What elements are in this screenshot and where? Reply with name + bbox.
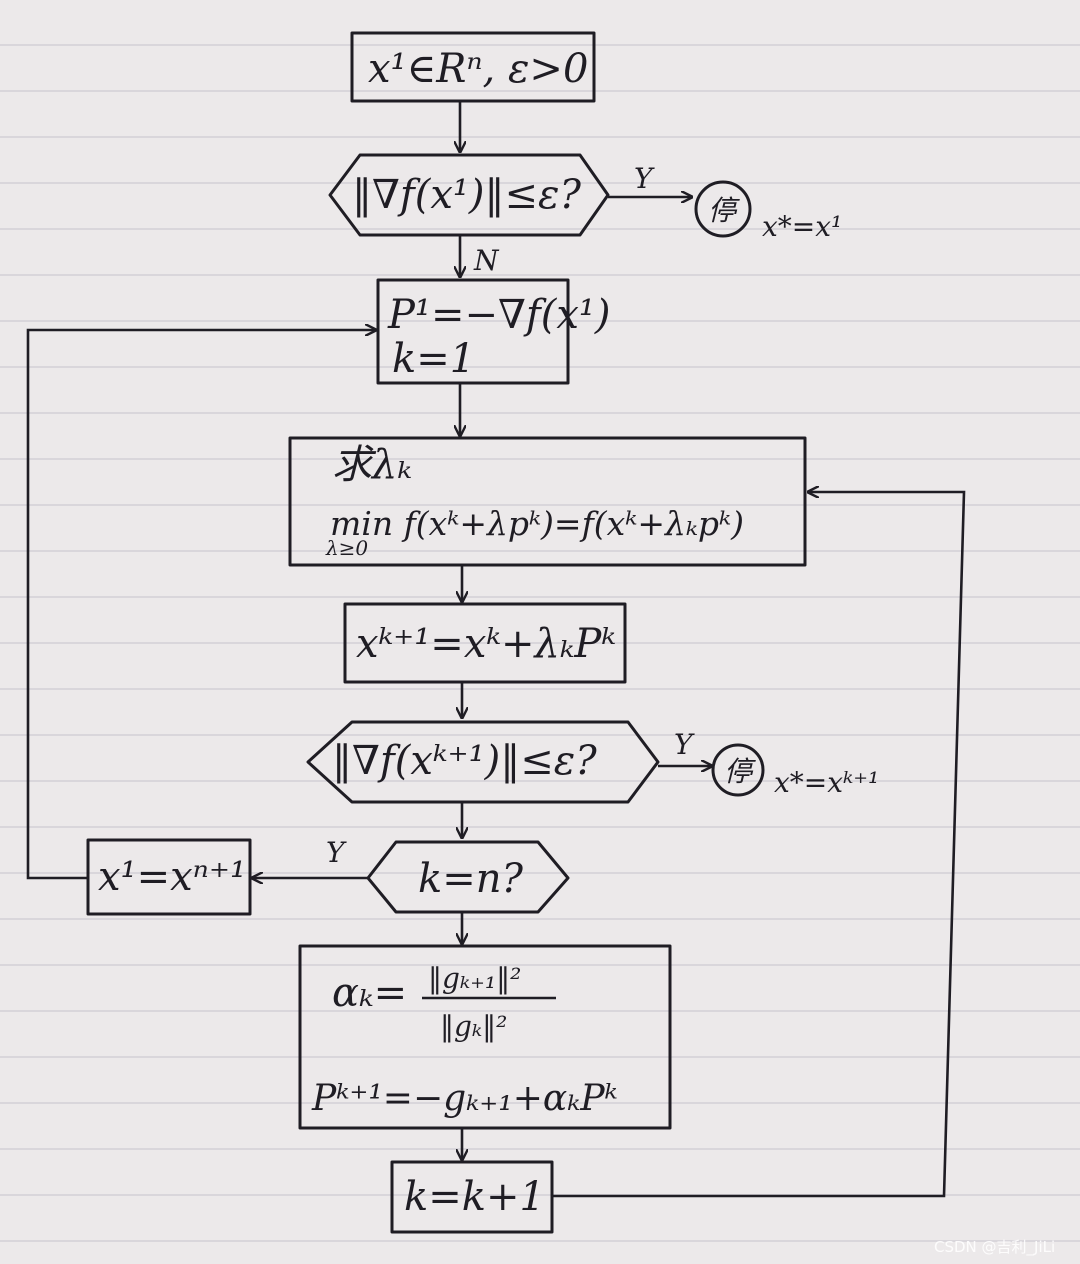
- decision-gradient-check-2: [306, 720, 660, 804]
- linesearch-subscript: λ≥0: [325, 536, 368, 560]
- setup-line1: P¹=−∇f(x¹): [387, 292, 611, 338]
- restart-text: x¹=xⁿ⁺¹: [98, 854, 246, 900]
- stop-circle-2: [711, 743, 765, 797]
- start-box: [350, 31, 596, 103]
- check1-yes-label: Y: [634, 162, 655, 195]
- linesearch-line2: min f(xᵏ+λpᵏ)=f(xᵏ+λₖpᵏ): [330, 504, 744, 543]
- alpha-denominator: ‖gₖ‖²: [440, 1010, 507, 1043]
- start-text: x¹∈Rⁿ, ε>0: [368, 46, 588, 92]
- check2-yes-label: Y: [674, 728, 695, 761]
- alpha-lhs: αₖ=: [332, 970, 407, 1016]
- new-direction-text: Pᵏ⁺¹=−gₖ₊₁+αₖPᵏ: [311, 1078, 618, 1119]
- conjugate-direction-box: [298, 944, 672, 1130]
- stop2-text: 停: [724, 755, 756, 788]
- setup-line2: k=1: [392, 336, 475, 382]
- update-x-text: xᵏ⁺¹=xᵏ+λₖPᵏ: [356, 621, 616, 667]
- increment-text: k=k+1: [404, 1174, 545, 1220]
- decision-gradient-check-1: [328, 153, 610, 237]
- check1-no-label: N: [473, 244, 500, 277]
- loop-increment-to-linesearch: [552, 492, 966, 1198]
- check3-text: k=n?: [418, 856, 524, 902]
- watermark: CSDN @吉利_JiLi: [934, 1238, 1055, 1257]
- update-x-box: [343, 602, 627, 684]
- setup-box: [376, 278, 570, 385]
- loop-restart-to-setup: [26, 330, 376, 880]
- stop-circle-1: [694, 180, 752, 238]
- linesearch-box: [288, 436, 807, 567]
- stop1-result: x*=x¹: [762, 210, 842, 243]
- linesearch-line1: 求λₖ: [332, 442, 412, 488]
- stop2-result: x*=xᵏ⁺¹: [774, 766, 879, 799]
- stop1-text: 停: [708, 194, 740, 227]
- check1-text: ‖∇f(x¹)‖≤ε?: [352, 172, 582, 218]
- check2-text: ‖∇f(xᵏ⁺¹)‖≤ε?: [332, 738, 597, 784]
- alpha-numerator: ‖gₖ₊₁‖²: [428, 962, 521, 995]
- check3-yes-label: Y: [326, 836, 347, 869]
